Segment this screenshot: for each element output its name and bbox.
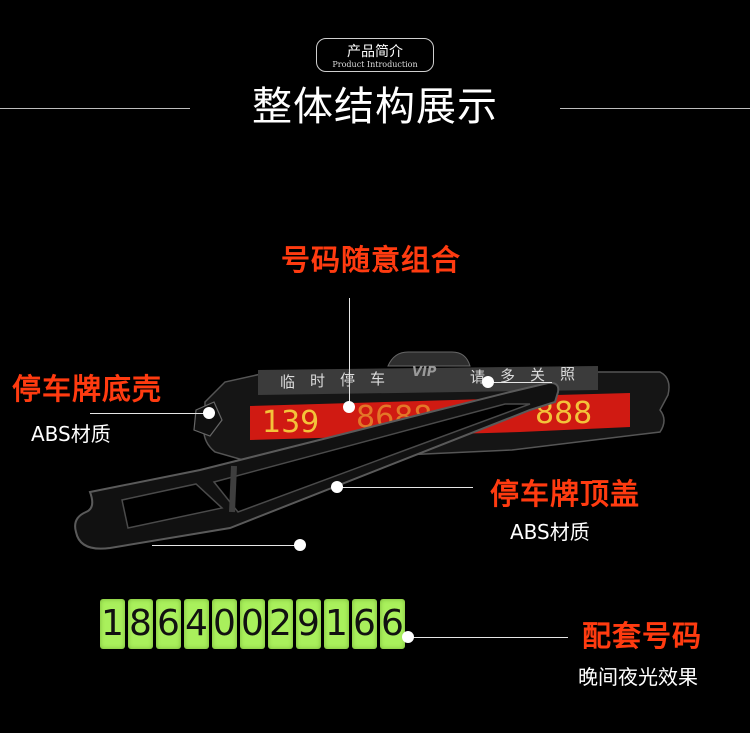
bottom-shell-hook [193,401,223,437]
glow-digit: 8 [128,599,153,649]
plate-label-char: 车 [370,370,385,388]
plate-label-char: 时 [310,372,325,390]
vip-tab-label: VIP [412,365,437,380]
leader-bottom-shell [90,413,208,414]
marker-dot-top-cover [331,481,343,493]
glow-digit: 6 [380,599,405,649]
product-intro-en: Product Introduction [332,60,418,69]
callout-digits-set-title: 配套号码 [582,619,703,653]
leader-digits-set [408,637,568,638]
glow-digit: 1 [100,599,125,649]
page-title: 整体结构展示 [252,84,498,130]
product-intro-badge: 产品简介 Product Introduction [316,38,434,72]
callout-digits-set-note: 晚间夜光效果 [578,665,698,689]
callout-bottom-shell-title: 停车牌底壳 [12,372,163,406]
plate-label-char: 请 [470,368,485,386]
marker-dot-bottom-shell [203,407,215,419]
glow-digit: 0 [212,599,237,649]
plate-label-char: 关 [530,366,545,384]
leader-label-strip [490,382,552,383]
glow-digit: 6 [156,599,181,649]
product-intro-cn: 产品简介 [347,44,403,60]
header-divider-left [0,108,190,109]
callout-bottom-shell-material: ABS材质 [31,422,111,446]
glow-digit: 9 [296,599,321,649]
marker-dot-label-strip [482,376,494,388]
plate-label-char: 临 [280,373,295,391]
plate-label-char: 多 [500,367,515,385]
marker-dot-digits-set [402,631,414,643]
leader-cover-end [152,545,300,546]
plate-top-cover [74,381,560,550]
glow-digit: 2 [268,599,293,649]
leader-top-cover [338,487,473,488]
leader-number-combo [349,298,350,406]
marker-dot-cover-end [294,539,306,551]
plate-number-left: 139 [262,405,319,440]
callout-top-cover-material: ABS材质 [510,520,590,544]
glow-digit: 0 [240,599,265,649]
marker-dot-number-combo [343,401,355,413]
glow-digit: 6 [352,599,377,649]
glow-digit: 1 [324,599,349,649]
plate-label-char: 照 [560,365,575,383]
glow-digit-strip: 1 8 6 4 0 0 2 9 1 6 6 [100,599,405,651]
plate-label-char: 停 [340,371,355,389]
callout-top-cover-title: 停车牌顶盖 [490,477,641,511]
callout-number-combo: 号码随意组合 [281,243,462,277]
glow-digit: 4 [184,599,209,649]
header-divider-right [560,108,750,109]
